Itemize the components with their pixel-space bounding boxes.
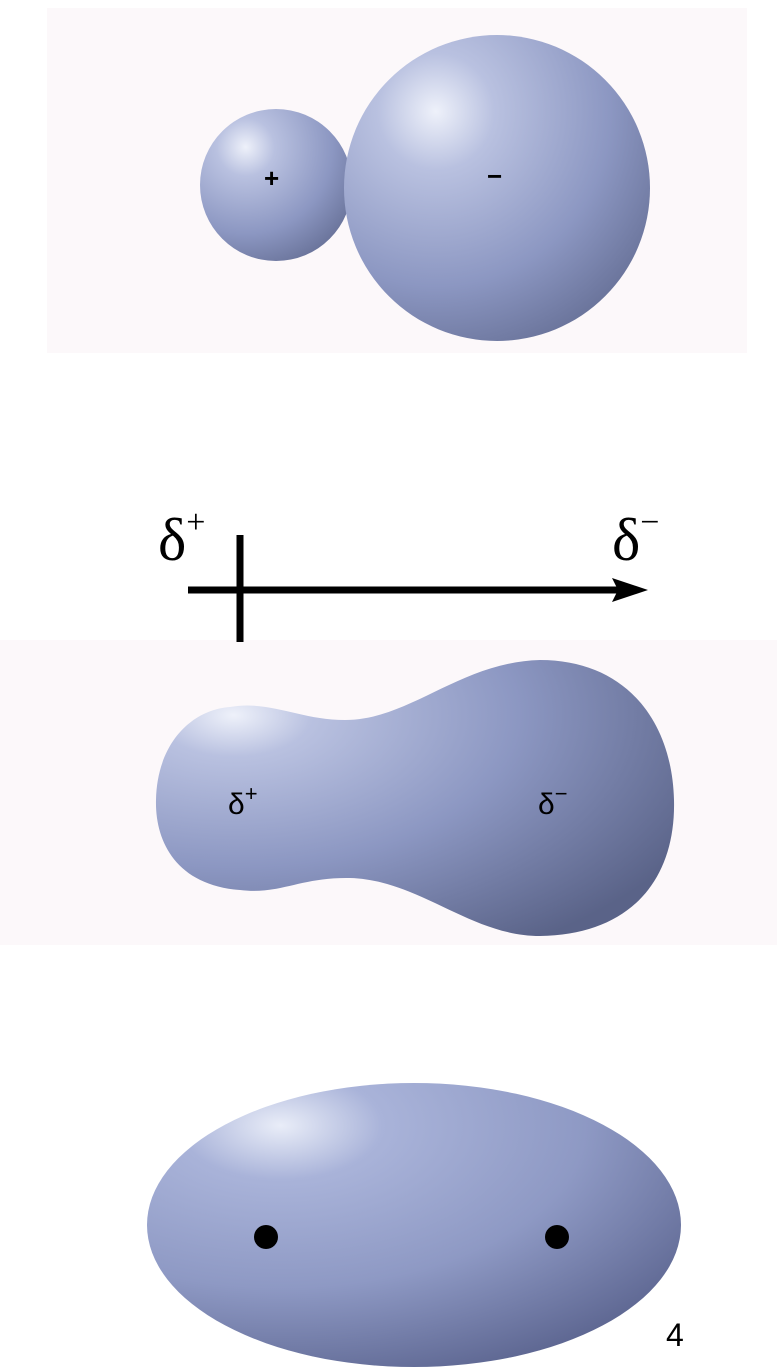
nonpolar-molecule-shape	[147, 1083, 681, 1367]
nucleus-dot-left	[254, 1225, 278, 1249]
polar-right-delta-label: δ−	[538, 783, 568, 821]
polar-left-delta-sign: +	[244, 781, 258, 806]
polar-left-delta-label: δ+	[228, 783, 258, 821]
positive-sign-label: +	[264, 163, 280, 193]
polar-left-delta-symbol: δ	[228, 788, 245, 821]
dipole-right-delta-symbol: δ	[612, 507, 641, 573]
nucleus-dot-right	[545, 1225, 569, 1249]
polar-molecule-shape	[155, 660, 675, 936]
dipole-left-delta-sign: +	[186, 504, 206, 541]
page-number: 4	[666, 1317, 684, 1353]
dipole-right-delta-label: δ−	[612, 506, 659, 573]
dipole-left-delta-label: δ+	[158, 506, 205, 573]
polar-right-delta-symbol: δ	[538, 788, 555, 821]
negative-sign-label: −	[487, 161, 503, 191]
dipole-left-delta-symbol: δ	[158, 507, 187, 573]
large-negative-sphere	[344, 35, 650, 341]
polar-right-delta-sign: −	[554, 781, 568, 806]
small-positive-sphere	[200, 109, 352, 261]
dipole-right-delta-sign: −	[640, 504, 660, 541]
dipole-arrow-head	[612, 578, 648, 602]
